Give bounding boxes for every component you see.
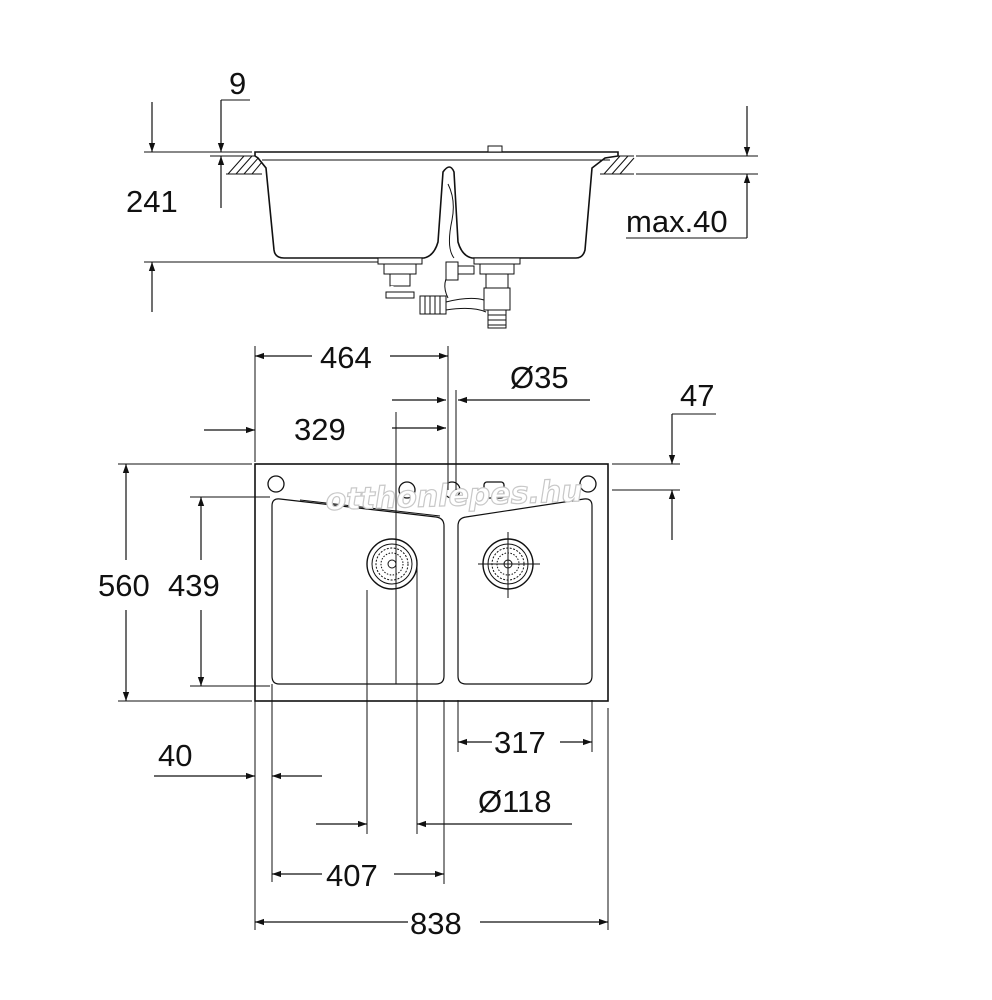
sink-profile [254, 151, 619, 259]
dim-9-label: 9 [229, 66, 246, 101]
dim-439-label: 439 [168, 568, 220, 603]
dim-max40-label: max.40 [626, 204, 728, 239]
tap-hole-2 [398, 481, 416, 499]
dim-d118-label: Ø118 [478, 784, 552, 819]
left-bowl [271, 498, 445, 685]
dim-241-label: 241 [126, 184, 178, 219]
dim-560-label: 560 [98, 568, 150, 603]
countertop-hatch-left [226, 155, 263, 175]
side-elevation-view: 9 241 max.40 [126, 66, 758, 329]
overflow-hose [447, 183, 455, 259]
waste-fitting-right [445, 257, 521, 329]
dim-407-label: 407 [326, 858, 378, 893]
dim-464-label: 464 [320, 340, 372, 375]
dim-838-label: 838 [410, 906, 462, 941]
plan-view: otthonlepes.hu 464 329 Ø35 47 560 [98, 340, 716, 941]
dim-47-label: 47 [680, 378, 714, 413]
dim-40-label: 40 [158, 738, 192, 773]
siphon-connector [419, 269, 487, 315]
tap-hole-1 [267, 475, 285, 493]
tap-hole-cap [487, 145, 503, 153]
dim-d35-label: Ø35 [510, 360, 569, 395]
tap-hole-4 [579, 475, 597, 493]
right-bowl [457, 498, 593, 685]
drain-left [366, 538, 418, 590]
overflow-button [483, 481, 505, 499]
dim-329-label: 329 [294, 412, 346, 447]
waste-fitting-left [377, 257, 423, 324]
dim-317-label: 317 [494, 725, 546, 760]
